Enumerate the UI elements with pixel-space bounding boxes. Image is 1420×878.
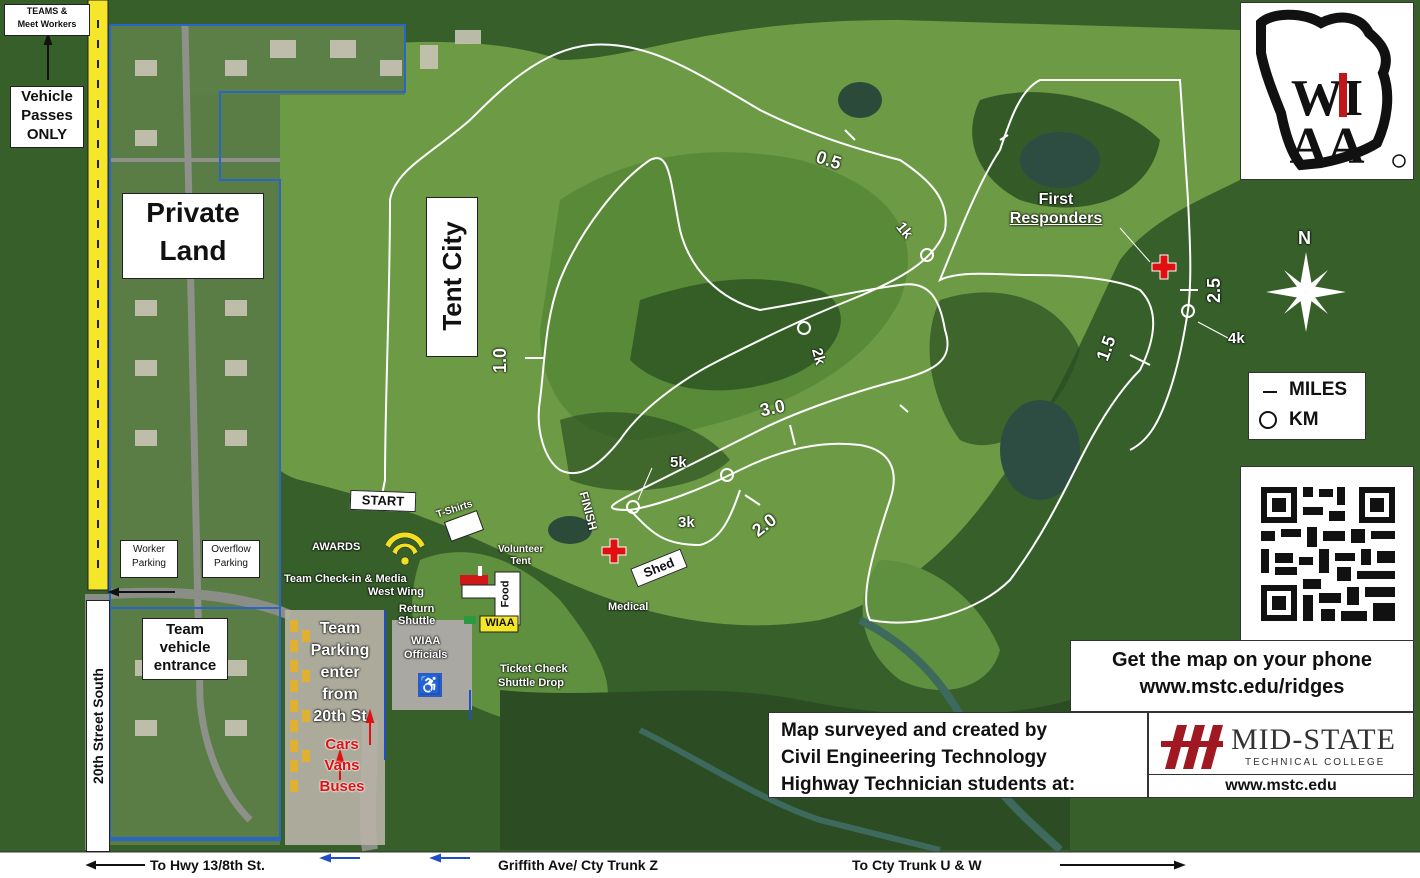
wiaa-logo-panel: WI AA xyxy=(1240,2,1414,180)
vehicle-passes-l2: Passes xyxy=(21,107,73,124)
team-checkin-label: Team Check-in & Media xyxy=(284,573,407,585)
team-vehicle-l1: Team xyxy=(165,621,205,638)
return-shuttle-l2: Shuttle xyxy=(398,615,436,627)
legend-km: KM xyxy=(1289,409,1319,430)
compass-icon xyxy=(1268,252,1344,332)
accessible-parking-icon: ♿ xyxy=(418,675,442,695)
wiaa-tent-label: WIAA xyxy=(485,617,515,629)
credit-l2: Civil Engineering Technology xyxy=(781,747,1047,768)
road-to-cty-uw-label: To Cty Trunk U & W xyxy=(852,857,982,873)
start-label: START xyxy=(349,489,417,513)
volunteer-l2: Tent xyxy=(510,556,531,567)
km-symbol xyxy=(1259,411,1277,429)
north-label: N xyxy=(1298,228,1311,248)
private-land-l2: Land xyxy=(159,235,227,266)
team-vehicle-l2: vehicle xyxy=(159,639,211,656)
tent-city-text: Tent City xyxy=(437,221,467,331)
team-parking-l5: 20th St xyxy=(313,708,367,725)
mstc-name: MID-STATE xyxy=(1231,723,1396,756)
teams-meet-workers-label: TEAMS & Meet Workers xyxy=(4,4,90,36)
mile-marker-2.5: 2.5 xyxy=(1204,277,1225,304)
wiaa-officials-label: WIAA Officials xyxy=(404,634,447,662)
svg-text:WI: WI xyxy=(1291,70,1363,127)
mstc-url[interactable]: www.mstc.edu xyxy=(1148,774,1414,798)
first-responders-label: First Responders xyxy=(996,190,1116,228)
get-map-url[interactable]: www.mstc.edu/ridges xyxy=(1139,676,1345,698)
miles-symbol xyxy=(1263,391,1277,393)
wiaa-officials-l1: WIAA xyxy=(411,635,441,647)
volunteer-l1: Volunteer xyxy=(498,544,544,555)
credit-text: Map surveyed and created by Civil Engine… xyxy=(781,717,1075,798)
food-text: Food xyxy=(499,580,512,608)
km-marker-4k: 4k xyxy=(1228,330,1245,347)
credit-l1: Map surveyed and created by xyxy=(781,720,1048,741)
return-shuttle-l1: Return xyxy=(398,603,435,615)
first-responders-l2: Responders xyxy=(1009,210,1103,227)
qr-code-icon xyxy=(1261,487,1395,621)
get-map-panel[interactable]: Get the map on your phone www.mstc.edu/r… xyxy=(1070,640,1414,712)
worker-parking-label: Worker Parking xyxy=(120,540,178,578)
mstc-logo-icon xyxy=(1161,725,1223,769)
vehicle-passes-l1: Vehicle xyxy=(21,88,73,105)
volunteer-tent-label: Volunteer Tent xyxy=(498,544,543,568)
team-parking-label: Team Parking enter from 20th St xyxy=(300,618,380,728)
vans-text: Vans xyxy=(324,757,360,774)
team-parking-l1: Team xyxy=(319,620,361,637)
overflow-parking-label: Overflow Parking xyxy=(202,540,260,578)
team-parking-l2: Parking xyxy=(310,642,370,659)
overflow-parking-l1: Overflow xyxy=(211,544,251,555)
team-parking-l3: enter xyxy=(320,664,360,681)
private-land-label: Private Land xyxy=(122,193,264,279)
vehicle-passes-label: Vehicle Passes ONLY xyxy=(10,86,84,148)
mile-marker-1.0: 1.0 xyxy=(490,347,511,374)
team-vehicle-l3: entrance xyxy=(153,657,217,674)
worker-parking-l2: Parking xyxy=(132,558,166,569)
credit-panel: Map surveyed and created by Civil Engine… xyxy=(768,712,1148,798)
return-shuttle-label: Return Shuttle xyxy=(398,603,435,627)
mstc-sub: TECHNICAL COLLEGE xyxy=(1245,757,1386,768)
get-map-text: Get the map on your phone xyxy=(1111,649,1372,671)
credit-l3: Highway Technician students at: xyxy=(781,774,1076,795)
food-label: Food xyxy=(496,580,520,610)
private-land-l1: Private xyxy=(146,197,240,228)
shuttle-drop-label: Shuttle Drop xyxy=(498,677,564,689)
meet-workers-text: Meet Workers xyxy=(17,19,77,29)
first-responders-l1: First xyxy=(1038,191,1074,208)
street-20th-box: 20th Street South xyxy=(86,600,110,852)
ticket-check-label: Ticket Check xyxy=(500,663,568,675)
road-griffith-label: Griffith Ave/ Cty Trunk Z xyxy=(498,857,658,873)
legend-miles: MILES xyxy=(1289,379,1348,400)
medical-label: Medical xyxy=(608,601,649,613)
wiaa-officials-l2: Officials xyxy=(404,649,448,661)
wiaa-logo-icon: WI AA xyxy=(1256,9,1406,175)
road-to-hwy13-label: To Hwy 13/8th St. xyxy=(150,857,265,873)
vehicle-passes-l3: ONLY xyxy=(26,126,68,143)
awards-label: AWARDS xyxy=(312,541,361,553)
west-wing-label: West Wing xyxy=(368,586,424,598)
team-parking-l4: from xyxy=(322,686,358,703)
buses-text: Buses xyxy=(319,778,365,795)
worker-parking-l1: Worker xyxy=(132,544,166,555)
km-marker-5k: 5k xyxy=(670,454,687,471)
street-20th-text: 20th Street South xyxy=(90,668,106,784)
teams-text: TEAMS & xyxy=(26,6,68,16)
tent-city-box: Tent City xyxy=(426,197,478,357)
svg-text:AA: AA xyxy=(1289,118,1365,175)
legend-panel: MILES KM xyxy=(1248,372,1366,440)
overflow-parking-l2: Parking xyxy=(214,558,248,569)
vehicle-types-label: Cars Vans Buses xyxy=(312,734,372,797)
km-marker-3k: 3k xyxy=(678,514,695,531)
qr-code-panel[interactable] xyxy=(1240,466,1414,642)
cars-text: Cars xyxy=(325,736,359,753)
team-vehicle-entrance-label: Team vehicle entrance xyxy=(142,618,228,680)
